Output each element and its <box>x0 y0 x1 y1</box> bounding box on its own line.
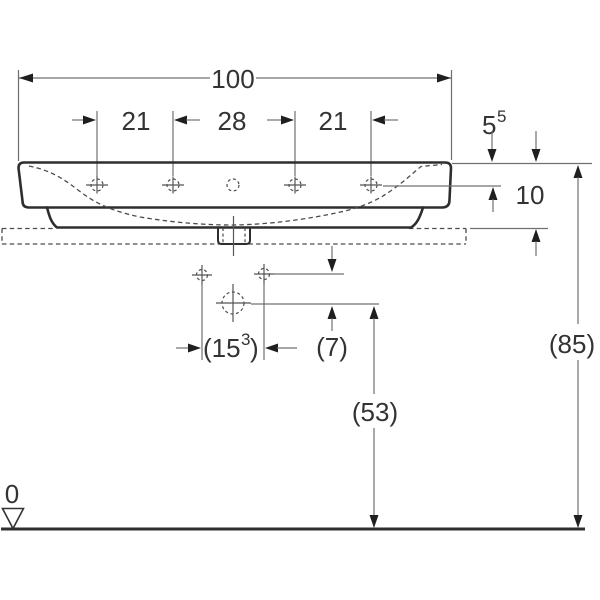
rim-height-dimension: (85) <box>549 165 595 528</box>
arrowhead-left-icon <box>174 115 187 125</box>
arrowhead-right-icon <box>83 115 96 125</box>
tap-hole-symbol <box>162 176 184 194</box>
bolt-to-drain-label: (7) <box>316 332 348 362</box>
tap-hole-symbol <box>86 176 108 194</box>
apron-height-label: 10 <box>516 180 545 210</box>
bolt-spacing-dimension: (15 3 ) <box>176 283 297 363</box>
edge-offset-dimension: 5 5 10 <box>383 107 592 256</box>
drain-height-dimension: (53) <box>352 306 398 528</box>
arrowhead-right-icon <box>437 73 451 83</box>
washbasin-outline <box>17 161 453 256</box>
bowl-hidden-contour <box>28 163 443 226</box>
arrowhead-down-icon <box>327 259 337 272</box>
arrowhead-left-icon <box>265 343 278 353</box>
center-tap-hole-symbol <box>226 178 240 192</box>
arrowhead-up-icon <box>369 306 379 319</box>
bolt-spacing-superscript: 3 <box>241 330 250 349</box>
datum-triangle-icon <box>1 507 25 531</box>
arrowhead-left-icon <box>372 115 385 125</box>
bolt-to-drain-dimension: (7) <box>251 246 379 362</box>
edge-offset-label: 5 <box>482 110 496 140</box>
basin-rim-slab <box>17 161 453 209</box>
arrowhead-down-icon <box>573 515 583 528</box>
overall-width-label: 100 <box>211 64 254 94</box>
spacing-right-label: 21 <box>319 106 348 136</box>
drain-height-label: (53) <box>352 397 398 427</box>
tap-hole-symbol <box>360 176 382 194</box>
arrowhead-right-icon <box>188 343 201 353</box>
tap-hole-symbol <box>284 176 306 194</box>
arrowhead-up-icon <box>531 229 541 242</box>
bolt-spacing-label-close: ) <box>250 333 259 363</box>
floor-datum: 0 <box>1 479 585 531</box>
arrowhead-up-icon <box>488 187 498 200</box>
arrowhead-right-icon <box>281 115 294 125</box>
bolt-spacing-label: (15 <box>203 333 241 363</box>
tap-hole-spacing-dimension: 21 28 21 <box>72 106 398 177</box>
fixing-and-drain-symbols <box>192 264 274 322</box>
arrowhead-up-icon <box>573 165 583 178</box>
drain-outlet-symbol <box>216 284 251 322</box>
spacing-left-label: 21 <box>122 106 151 136</box>
arrowhead-down-icon <box>369 515 379 528</box>
fixing-bolt-symbol <box>192 265 212 285</box>
arrowhead-down-icon <box>487 149 497 162</box>
fixing-bolt-symbol <box>254 264 274 284</box>
datum-zero-label: 0 <box>5 479 19 509</box>
arrowhead-up-icon <box>327 306 337 319</box>
arrowhead-down-icon <box>531 149 541 162</box>
arrowhead-left-icon <box>19 73 33 83</box>
spacing-center-label: 28 <box>218 106 247 136</box>
edge-offset-superscript: 5 <box>497 107 506 126</box>
tap-hole-symbols <box>86 176 382 194</box>
overall-width-dimension: 100 <box>17 64 453 161</box>
rim-height-label: (85) <box>549 329 595 359</box>
